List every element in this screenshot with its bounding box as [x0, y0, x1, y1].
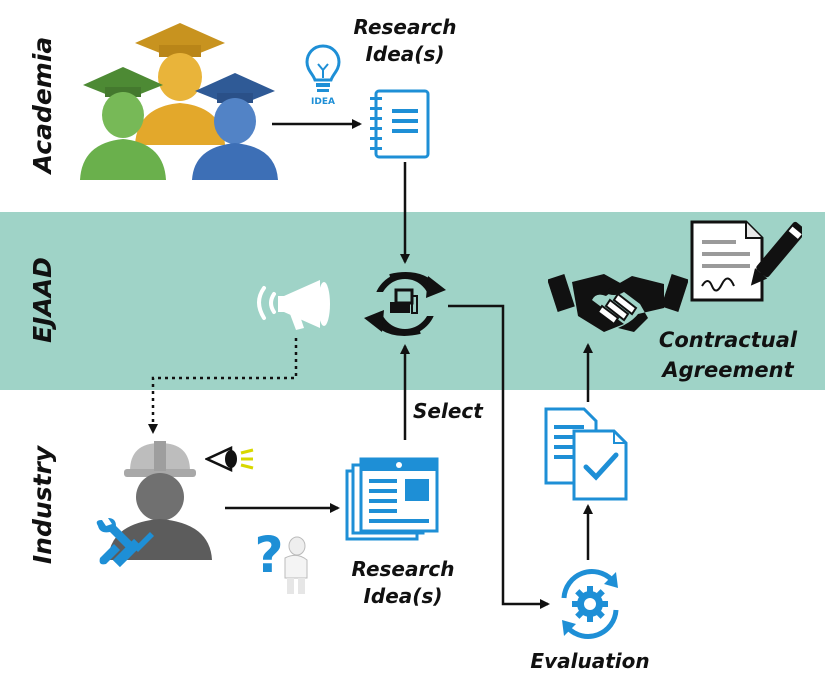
- arrow-ejaad-to-evaluation: [448, 304, 550, 609]
- caption-research-idea-bottom: Research Idea(s): [343, 556, 463, 610]
- approved-documents-icon: [544, 407, 628, 501]
- ejaad-cycle-icon: [364, 272, 446, 336]
- question-person-icon: ?: [255, 526, 308, 594]
- caption-research-idea-top-line1: Research: [353, 15, 457, 39]
- evaluation-gear-icon: [561, 569, 619, 639]
- caption-evaluation: Evaluation: [530, 649, 650, 673]
- lightbulb-icon: IDEA: [305, 44, 341, 107]
- graduates-icon: [80, 23, 278, 180]
- eye-icon: [205, 446, 254, 472]
- graduate-blue: [192, 73, 278, 180]
- caption-research-idea-bottom-line1: Research: [351, 557, 455, 581]
- caption-research-idea-bottom-line2: Idea(s): [363, 584, 443, 608]
- caption-research-idea-top-line2: Idea(s): [365, 42, 445, 66]
- caption-contractual-line1: Contractual: [658, 328, 798, 352]
- tools-icon: [96, 518, 154, 568]
- caption-contractual-line2: Agreement: [662, 358, 794, 382]
- arrow-announce-to-industry: [148, 338, 298, 434]
- caption-research-idea-top: Research Idea(s): [345, 14, 465, 68]
- newspaper-icon: [345, 457, 439, 541]
- caption-select: Select: [413, 399, 483, 423]
- graduate-green: [80, 67, 166, 180]
- contract-icon: [690, 220, 802, 302]
- notebook-icon: [370, 89, 430, 159]
- question-mark-glyph: ?: [255, 526, 284, 584]
- caption-contractual-agreement: Contractual Agreement: [648, 325, 808, 385]
- megaphone-icon: [257, 280, 330, 330]
- handshake-icon: [548, 274, 688, 332]
- graduate-gold: [135, 23, 225, 145]
- lightbulb-icon-text: IDEA: [311, 97, 335, 107]
